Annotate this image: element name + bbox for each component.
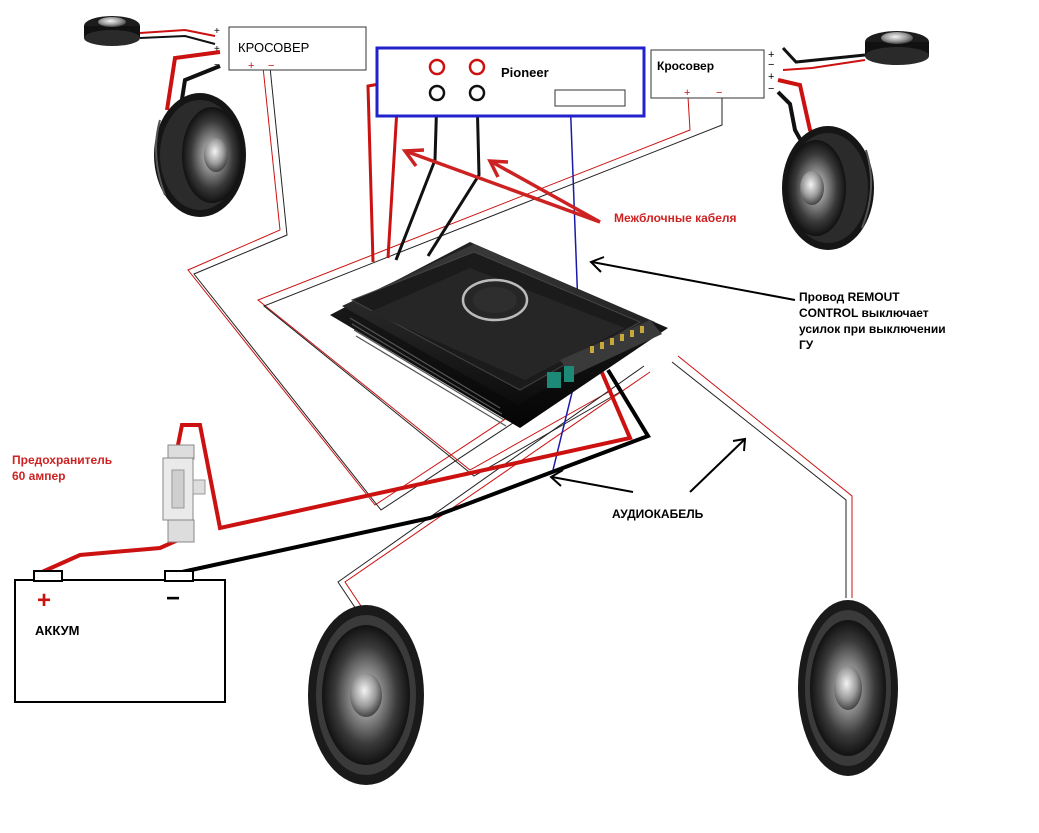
crossover-right-minus: −	[716, 87, 722, 99]
crossover-right-t-plus: +	[768, 49, 774, 61]
wire-left-front-neg	[193, 66, 567, 511]
crossover-left-t-plus: +	[214, 26, 220, 37]
battery-negative-terminal	[164, 570, 194, 582]
power-wire-battery-to-fuse	[41, 538, 179, 574]
battery-plus-sign: +	[37, 587, 51, 614]
crossover-right-label: Кросовер	[657, 59, 714, 73]
fuse	[162, 444, 206, 543]
remote-note-line3: усилок при выключении	[799, 322, 946, 336]
battery-positive-terminal	[33, 570, 63, 582]
rca-out-black-2	[468, 84, 486, 102]
interconnect-arrows	[401, 148, 601, 224]
fuse-note: Предохранитель 60 ампер	[12, 453, 112, 483]
wire-rear-left-neg	[337, 365, 645, 613]
crossover-left-w-plus: +	[214, 44, 220, 55]
midrange-speaker-left	[154, 93, 246, 217]
pointer-arrows	[549, 256, 796, 493]
woofer-left-wire-red	[165, 50, 221, 111]
audio-cable-label: АУДИОКАБЕЛЬ	[612, 507, 704, 521]
battery-minus-sign: −	[166, 585, 180, 612]
rca-black-2	[426, 93, 481, 257]
rca-out-red-1	[428, 58, 446, 76]
midrange-speaker-right	[782, 126, 874, 250]
oval-speaker-rear-right	[798, 600, 898, 776]
wire-rear-left-pos	[344, 371, 651, 613]
crossover-right-w-plus: +	[768, 71, 774, 83]
wire-rear-right-neg	[671, 361, 847, 598]
battery: + − АККУМ	[14, 570, 226, 703]
wire-right-front-pos	[257, 96, 691, 471]
head-unit-display	[554, 89, 626, 107]
tweeter-right	[865, 31, 929, 65]
crossover-left-minus: −	[268, 60, 274, 72]
tweeter-right-wire-red	[782, 59, 866, 71]
head-unit: Pioneer	[375, 46, 646, 118]
remote-arrow	[591, 261, 796, 301]
battery-label: АККУМ	[35, 623, 80, 638]
amplifier	[330, 242, 668, 428]
wire-right-front-neg	[263, 97, 723, 477]
remote-note-line1: Провод REMOUT	[799, 290, 900, 304]
remote-note: Провод REMOUT CONTROL выключает усилок п…	[799, 290, 946, 352]
crossover-right: Кросовер + − + + − −	[650, 49, 774, 99]
crossover-left-w-minus: −	[214, 60, 220, 71]
crossover-left: КРОСОВЕР + − + + −	[214, 26, 367, 72]
rca-out-black-1	[428, 84, 446, 102]
crossover-left-label: КРОСОВЕР	[238, 40, 309, 55]
ground-wire	[181, 368, 651, 574]
audio-cable-arrow-right	[689, 439, 745, 493]
power-wire-fuse-to-amp	[176, 367, 633, 531]
speaker-wires	[187, 66, 853, 613]
rca-out-red-2	[468, 58, 486, 76]
crossover-right-plus: +	[684, 87, 690, 99]
power-wiring	[41, 367, 651, 574]
remote-note-line2: CONTROL выключает	[799, 306, 929, 320]
fuse-note-line1: Предохранитель	[12, 453, 112, 467]
tweeter-left-wire-red	[139, 28, 216, 37]
oval-speaker-rear-left	[308, 605, 424, 785]
interconnect-label: Межблочные кабеля	[614, 211, 737, 225]
tweeter-left	[84, 16, 140, 46]
tweeter-right-wire-black	[781, 46, 866, 64]
crossover-left-plus: +	[248, 60, 254, 72]
fuse-note-line2: 60 ампер	[12, 469, 65, 483]
audio-cable-arrow-left	[551, 476, 634, 493]
wire-left-front-pos	[187, 66, 561, 506]
wire-rear-right-pos	[677, 355, 853, 598]
remote-note-line4: ГУ	[799, 338, 814, 352]
tweeter-left-wire-black	[139, 34, 216, 45]
rca-black-1	[394, 93, 439, 261]
head-unit-label: Pioneer	[501, 65, 549, 80]
crossover-right-w-minus: −	[768, 83, 774, 95]
crossover-right-t-minus: −	[768, 59, 774, 71]
